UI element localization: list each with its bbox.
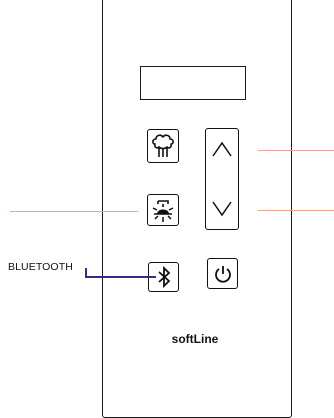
- steam-cloud-icon: [152, 134, 174, 157]
- up-button[interactable]: [206, 129, 238, 169]
- chevron-up-icon: [212, 141, 232, 157]
- control-panel: [102, 0, 292, 418]
- leader-line-up: [258, 150, 334, 151]
- down-button[interactable]: [206, 189, 238, 229]
- brand-label: softLine: [171, 332, 219, 346]
- bluetooth-callout-label: BLUETOOTH: [8, 261, 73, 273]
- power-icon: [214, 265, 231, 283]
- up-down-rocker[interactable]: [205, 128, 239, 230]
- steam-button[interactable]: [147, 129, 179, 163]
- display-screen: [140, 66, 246, 100]
- leader-line-light: [10, 211, 138, 212]
- light-button[interactable]: [147, 194, 179, 226]
- bluetooth-icon: [157, 265, 170, 289]
- leader-line-down: [258, 210, 334, 211]
- light-bulb-icon: [152, 200, 174, 222]
- power-button[interactable]: [207, 258, 238, 289]
- chevron-down-icon: [212, 201, 232, 217]
- bluetooth-leader-line: [86, 276, 156, 278]
- bluetooth-leader-connector: [85, 268, 87, 278]
